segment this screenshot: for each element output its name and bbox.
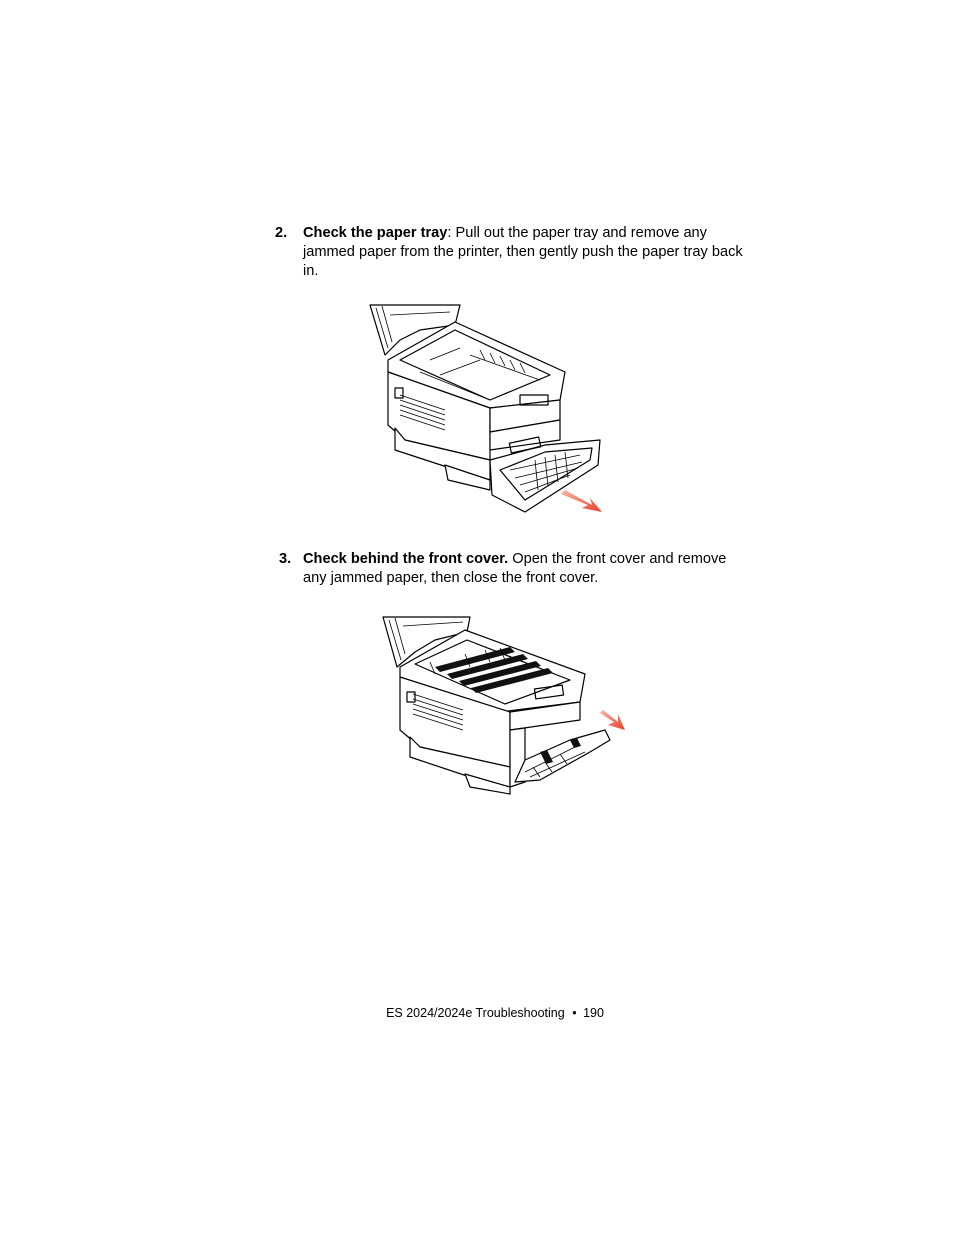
page-number: 190 bbox=[583, 1006, 604, 1020]
step-2-text: : Pull out the paper tray and remove any… bbox=[303, 225, 743, 279]
step-3: 3. Check behind the front cover. Open th… bbox=[275, 550, 745, 588]
printer-paper-tray-illustration bbox=[369, 304, 602, 513]
printer-front-cover-illustration bbox=[382, 616, 625, 795]
footer-title: ES 2024/2024e Troubleshooting bbox=[386, 1006, 565, 1020]
page-footer: ES 2024/2024e Troubleshooting • 190 bbox=[0, 1006, 954, 1020]
footer-separator: • bbox=[572, 1006, 577, 1020]
step-2-heading: Check the paper tray bbox=[303, 225, 448, 241]
step-3-text: Open the front cover and remove any jamm… bbox=[303, 551, 727, 586]
step-3-number: 3. bbox=[279, 551, 292, 567]
step-2: 2. Check the paper tray: Pull out the pa… bbox=[275, 224, 745, 281]
step-2-number: 2. bbox=[275, 225, 288, 241]
step-3-heading: Check behind the front cover. bbox=[303, 551, 509, 567]
